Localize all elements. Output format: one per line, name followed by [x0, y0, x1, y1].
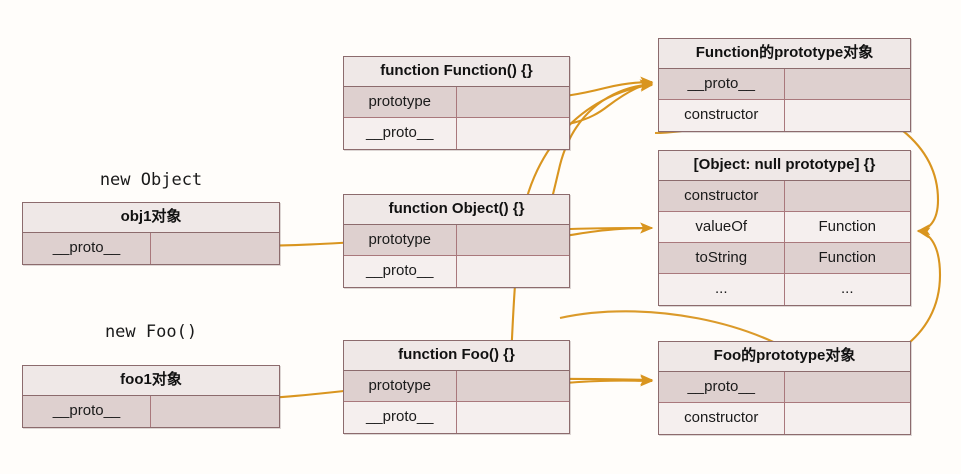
- table-row: constructor: [659, 181, 910, 212]
- row-value: [457, 225, 570, 255]
- node-foo-prototype: Foo的prototype对象 __proto__ constructor: [658, 341, 911, 435]
- row-value: [785, 372, 911, 402]
- table-row: valueOf Function: [659, 212, 910, 243]
- row-key: __proto__: [23, 396, 151, 427]
- table-row: __proto__: [659, 69, 910, 100]
- caption-new-object: new Object: [99, 170, 203, 190]
- row-key: prototype: [344, 371, 457, 401]
- row-value: [457, 371, 570, 401]
- node-function-object: function Object() {} prototype __proto__: [343, 194, 570, 288]
- node-object-prototype: [Object: null prototype] {} constructor …: [658, 150, 911, 306]
- table-row: __proto__: [23, 396, 279, 427]
- row-key: prototype: [344, 225, 457, 255]
- table-row: __proto__: [344, 118, 569, 149]
- row-value: [151, 396, 279, 427]
- row-value: [151, 233, 279, 264]
- table-row: prototype: [344, 87, 569, 118]
- table-row: __proto__: [344, 256, 569, 287]
- node-function-prototype-title: Function的prototype对象: [659, 39, 910, 69]
- node-function-foo: function Foo() {} prototype __proto__: [343, 340, 570, 434]
- row-value: [457, 402, 570, 433]
- node-function-foo-title: function Foo() {}: [344, 341, 569, 371]
- node-foo1-title: foo1对象: [23, 366, 279, 396]
- row-value: Function: [818, 249, 877, 266]
- row-key: __proto__: [659, 69, 785, 99]
- row-value: ...: [840, 280, 854, 297]
- node-foo-prototype-title: Foo的prototype对象: [659, 342, 910, 372]
- node-function-function-title: function Function() {}: [344, 57, 569, 87]
- row-value: [785, 181, 911, 211]
- row-key: ...: [659, 274, 785, 305]
- row-key: toString: [659, 243, 785, 273]
- node-object-prototype-title: [Object: null prototype] {}: [659, 151, 910, 181]
- row-key: __proto__: [659, 372, 785, 402]
- node-function-prototype: Function的prototype对象 __proto__ construct…: [658, 38, 911, 132]
- row-key: __proto__: [344, 118, 457, 149]
- table-row: __proto__: [659, 372, 910, 403]
- row-value: [785, 403, 911, 434]
- table-row: constructor: [659, 403, 910, 434]
- row-value: [457, 256, 570, 287]
- table-row: ... ...: [659, 274, 910, 305]
- row-value: [457, 118, 570, 149]
- row-key: constructor: [659, 100, 785, 131]
- table-row: __proto__: [23, 233, 279, 264]
- caption-new-foo: new Foo(): [104, 322, 198, 342]
- table-row: prototype: [344, 225, 569, 256]
- row-key: constructor: [659, 181, 785, 211]
- row-value: Function: [818, 218, 877, 235]
- table-row: prototype: [344, 371, 569, 402]
- row-key: __proto__: [344, 402, 457, 433]
- row-key: valueOf: [659, 212, 785, 242]
- node-obj1-title: obj1对象: [23, 203, 279, 233]
- node-function-object-title: function Object() {}: [344, 195, 569, 225]
- table-row: __proto__: [344, 402, 569, 433]
- node-obj1-object: obj1对象 __proto__: [22, 202, 280, 265]
- row-value: [457, 87, 570, 117]
- row-value: [785, 100, 911, 131]
- node-function-function: function Function() {} prototype __proto…: [343, 56, 570, 150]
- row-key: constructor: [659, 403, 785, 434]
- row-key: prototype: [344, 87, 457, 117]
- row-key: __proto__: [23, 233, 151, 264]
- table-row: constructor: [659, 100, 910, 131]
- table-row: toString Function: [659, 243, 910, 274]
- row-key: __proto__: [344, 256, 457, 287]
- node-foo1-object: foo1对象 __proto__: [22, 365, 280, 428]
- row-value: [785, 69, 911, 99]
